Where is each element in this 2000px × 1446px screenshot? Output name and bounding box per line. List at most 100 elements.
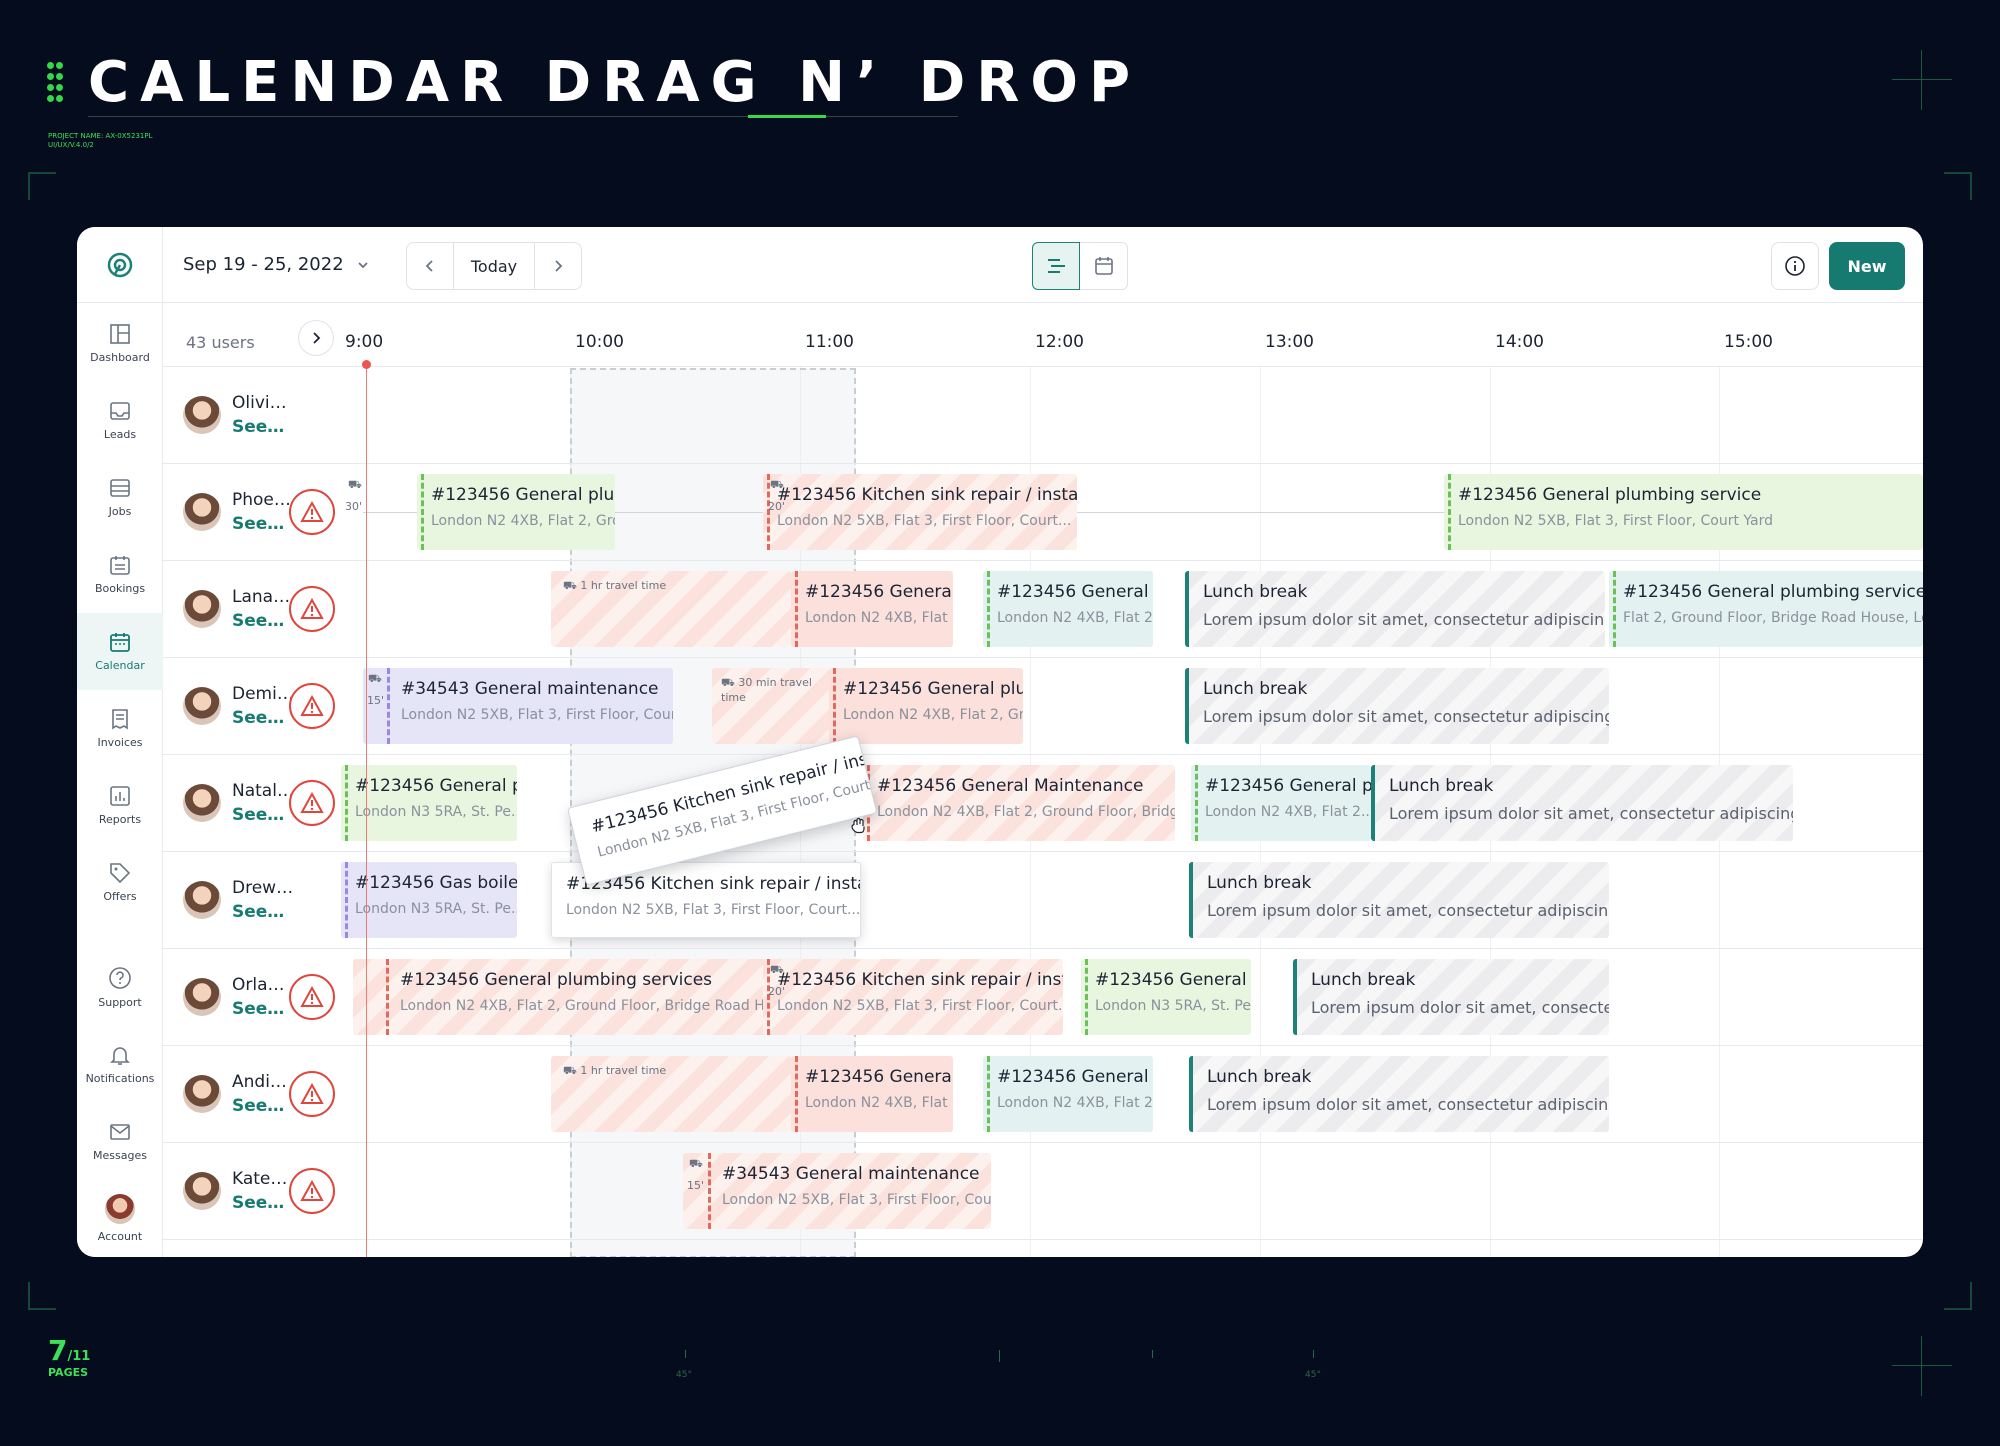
- avatar[interactable]: [183, 590, 221, 628]
- avatar[interactable]: [183, 784, 221, 822]
- nav-jobs[interactable]: Jobs: [77, 459, 163, 536]
- user-name: Drew…: [232, 878, 294, 898]
- nav-label: Jobs: [108, 505, 132, 518]
- nav-notifications[interactable]: Notifications: [77, 1026, 163, 1103]
- see-link[interactable]: See…: [232, 1193, 285, 1213]
- truck-icon: ⛟: [770, 478, 784, 491]
- nav-calendar[interactable]: Calendar: [77, 613, 163, 690]
- nav-messages[interactable]: Messages: [77, 1103, 163, 1180]
- new-button[interactable]: New: [1829, 242, 1905, 290]
- event-card[interactable]: #123456 General pl...London N3 5RA, St. …: [341, 765, 517, 841]
- warning-icon[interactable]: [289, 489, 335, 535]
- corner-br: [1944, 1282, 1972, 1310]
- timeline-view-button[interactable]: [1032, 242, 1080, 290]
- next-week-button[interactable]: [535, 243, 581, 289]
- nav-bookings[interactable]: Bookings: [77, 536, 163, 613]
- warning-icon[interactable]: [289, 683, 335, 729]
- avatar[interactable]: [183, 493, 221, 531]
- event-card-placeholder[interactable]: #123456 Kitchen sink repair / installat.…: [551, 862, 861, 938]
- user-name: Natal…: [232, 781, 294, 801]
- see-link[interactable]: See…: [232, 999, 285, 1019]
- travel-time: 15': [367, 694, 385, 707]
- event-card[interactable]: #123456 General pl...London N3 5RA, St. …: [1081, 959, 1251, 1035]
- see-link[interactable]: See…: [232, 611, 285, 631]
- event-card[interactable]: #123456 General pl...London N2 4XB, Flat…: [983, 1056, 1153, 1132]
- warning-icon[interactable]: [289, 780, 335, 826]
- avatar[interactable]: [183, 881, 221, 919]
- nav-invoices[interactable]: Invoices: [77, 690, 163, 767]
- nav-account[interactable]: Account: [77, 1180, 163, 1257]
- nav-label: Notifications: [85, 1072, 155, 1085]
- see-link[interactable]: See…: [232, 805, 285, 825]
- nav-offers[interactable]: Offers: [77, 844, 163, 921]
- ruler-tick: [685, 1350, 686, 1358]
- warning-icon[interactable]: [289, 1168, 335, 1214]
- expand-users-button[interactable]: [298, 320, 334, 356]
- see-link[interactable]: See…: [232, 417, 285, 437]
- avatar[interactable]: [183, 1172, 221, 1210]
- info-icon: [1785, 256, 1805, 276]
- hour-label: 13:00: [1265, 332, 1314, 352]
- corner-tl: [28, 172, 56, 200]
- nav-label: Dashboard: [90, 351, 150, 364]
- event-card[interactable]: #123456 Kitchen sink repair / installati…: [763, 959, 1063, 1035]
- event-card[interactable]: #123456 Kitchen sink repair / installati…: [763, 474, 1077, 550]
- plus-mark-icon: [1892, 50, 1952, 110]
- nav-support[interactable]: Support: [77, 949, 163, 1026]
- app-logo[interactable]: [77, 227, 163, 303]
- travel-block[interactable]: [712, 668, 829, 744]
- avatar[interactable]: [183, 687, 221, 725]
- truck-icon: ⛟: [368, 672, 382, 685]
- warning-icon[interactable]: [289, 1071, 335, 1117]
- toolbar: Sep 19 - 25, 2022 Today New: [163, 227, 1923, 303]
- avatar[interactable]: [183, 978, 221, 1016]
- avatar[interactable]: [183, 1075, 221, 1113]
- page-number: 7/11: [48, 1334, 91, 1367]
- see-link[interactable]: See…: [232, 902, 285, 922]
- user-name: Phoe…: [232, 490, 291, 510]
- event-card[interactable]: #123456 General pl...London N2 4XB, Flat…: [983, 571, 1153, 647]
- hero-dots-icon: [47, 62, 67, 104]
- user-row: Olivi… See…: [163, 367, 1923, 464]
- warning-icon[interactable]: [289, 586, 335, 632]
- see-link[interactable]: See…: [232, 1096, 285, 1116]
- info-button[interactable]: [1771, 242, 1819, 290]
- travel-block[interactable]: [551, 1056, 791, 1132]
- prev-week-button[interactable]: [407, 243, 453, 289]
- avatar[interactable]: [183, 396, 221, 434]
- calendar-view-button[interactable]: [1080, 242, 1128, 290]
- today-button[interactable]: Today: [453, 243, 535, 289]
- date-range-picker[interactable]: Sep 19 - 25, 2022: [183, 254, 370, 275]
- nav-label: Account: [97, 1230, 143, 1243]
- see-link[interactable]: See…: [232, 708, 285, 728]
- current-time-line: [366, 360, 367, 1257]
- user-row: Drew… See… #123456 Gas boiler...London N…: [163, 852, 1923, 949]
- nav-reports[interactable]: Reports: [77, 767, 163, 844]
- user-row: Orla… See… #123456 General plumbing serv…: [163, 949, 1923, 1046]
- event-card[interactable]: #123456 General pl...London N2 4XB, Flat…: [1191, 765, 1371, 841]
- nav-leads[interactable]: Leads: [77, 382, 163, 459]
- nav-dashboard[interactable]: Dashboard: [77, 305, 163, 382]
- event-card[interactable]: #123456 Gas boiler...London N3 5RA, St. …: [341, 862, 517, 938]
- warning-icon[interactable]: [289, 974, 335, 1020]
- nav-label: Leads: [103, 428, 137, 441]
- see-link[interactable]: See…: [232, 514, 285, 534]
- travel-block[interactable]: [551, 571, 791, 647]
